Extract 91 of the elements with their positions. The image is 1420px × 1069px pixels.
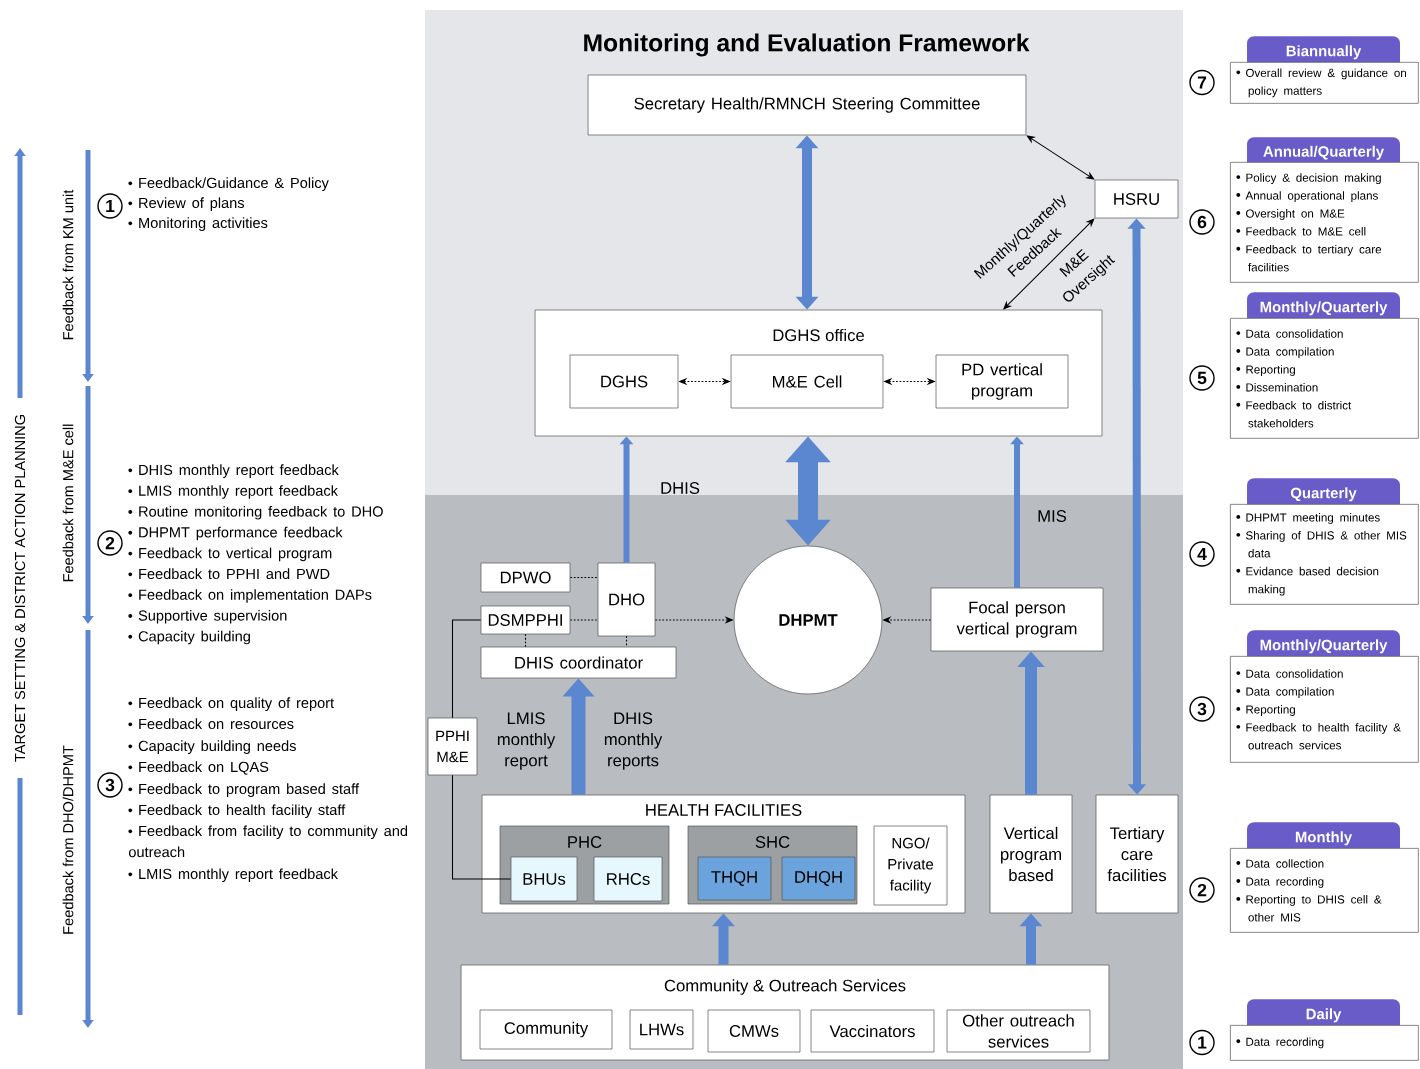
bullet-item: DHPMT performance feedback xyxy=(128,526,343,541)
callout-number: 3 xyxy=(97,772,123,798)
bullet-item: Monitoring activities xyxy=(128,217,268,231)
bullet-item: Supportive supervision xyxy=(128,609,287,624)
process-box: NGO/ Private facility xyxy=(873,825,948,906)
process-box: DSMPPHI xyxy=(480,605,571,635)
process-box: LHWs xyxy=(629,1009,694,1050)
callout-number: 7 xyxy=(1189,69,1215,96)
callout-number: 3 xyxy=(1189,696,1215,722)
callout-number: 4 xyxy=(1189,541,1215,567)
bullet-item: Capacity building xyxy=(128,630,250,645)
info-box: Policy & decision making Annual operational plans Oversight on M&E Feedback to M&E cell Feedback to tertiary care facilities xyxy=(1230,162,1419,283)
node-label: Oversight on M&E xyxy=(1246,209,1345,220)
callout-number: 2 xyxy=(97,530,123,556)
process-box: Secretary Health/RMNCH Steering Committee xyxy=(587,74,1027,136)
connector-line xyxy=(626,635,628,648)
connector-line xyxy=(525,633,527,648)
arrow xyxy=(1003,218,1095,310)
callout-number: 1 xyxy=(1189,1029,1215,1056)
process-box: CMWs xyxy=(707,1009,801,1053)
bullet-item: Feedback on quality of report xyxy=(128,697,334,711)
process-box: Vaccinators xyxy=(810,1009,935,1053)
flow-label: LMIS monthly report xyxy=(497,712,556,770)
edge-label: DHIS xyxy=(661,482,700,494)
bullet-item: Feedback to PPHI and PWD xyxy=(128,568,330,580)
process-box: HSRU xyxy=(1094,179,1179,219)
callout-number: 2 xyxy=(1189,877,1215,903)
info-box: Data collection Data recording Reporting to DHIS cell & other MIS xyxy=(1230,848,1419,933)
bullet-item: Review of plans xyxy=(128,197,245,211)
bullet-item: Feedback/Guidance & Policy xyxy=(128,177,329,191)
process-box: Vertical program based xyxy=(989,794,1073,914)
process-box: DGHS xyxy=(569,354,679,409)
node-label: Feedback to district stakeholders xyxy=(1246,400,1352,428)
bullet-item: Routine monitoring feedback to DHO xyxy=(128,505,383,520)
bullet-item: DHIS monthly report feedback xyxy=(128,464,339,478)
node-label: Policy & decision making xyxy=(1246,173,1381,185)
process-box: DHO xyxy=(597,562,656,637)
process-box: Other outreach services xyxy=(946,1009,1091,1053)
callout-number: 5 xyxy=(1189,365,1215,391)
node-label: Feedback to M&E cell xyxy=(1246,227,1366,236)
vertical-label: Feedback from KM unit xyxy=(62,189,74,340)
vertical-label: TARGET SETTING & DISTRICT ACTION PLANNING xyxy=(14,415,26,762)
vertical-label: Feedback from DHO/DHPMT xyxy=(62,745,74,934)
info-box: Data consolidation Data compilation Reporting Dissemination Feedback to district stakeholders xyxy=(1230,318,1419,439)
bullet-item: Feedback to health facility staff xyxy=(128,804,346,818)
bullet-item: Feedback on resources xyxy=(128,718,294,730)
connector-line xyxy=(452,774,512,880)
node-label: Annual operational plans xyxy=(1245,191,1378,202)
bullet-item: Feedback from facility to community and outreach xyxy=(128,825,408,858)
bullet-item: Capacity building needs xyxy=(128,740,296,754)
process-box: PD vertical program xyxy=(935,354,1069,409)
connector-line xyxy=(452,619,482,719)
info-box: Data consolidation Data compilation Reporting Feedback to health facility & outreach services xyxy=(1230,656,1419,763)
flow-label: DHIS monthly reports xyxy=(604,712,663,770)
info-box: Data recording xyxy=(1230,1025,1419,1061)
connector-line xyxy=(569,577,599,579)
node-label: Dissemination xyxy=(1246,383,1318,392)
bullet-item: Feedback to program based staff xyxy=(128,783,359,797)
bullet-item: LMIS monthly report feedback xyxy=(128,485,338,499)
connector-line xyxy=(569,619,599,621)
node-label: Reporting xyxy=(1246,365,1295,376)
bullet-item: Feedback to vertical program xyxy=(128,547,332,562)
vertical-label: Feedback from M&E cell xyxy=(62,424,74,582)
node-label: Reporting xyxy=(1246,705,1295,716)
edge-label: MIS xyxy=(1038,510,1067,522)
node-label: Data consolidation xyxy=(1246,329,1343,338)
process-box: Tertiary care facilities xyxy=(1095,794,1179,914)
node-label: Data compilation xyxy=(1246,687,1334,698)
info-box: DHPMT meeting minutes Sharing of DHIS & other MIS data Evidance based decision making xyxy=(1230,504,1419,605)
arrow xyxy=(1026,135,1095,180)
process-box: M&E Cell xyxy=(730,354,884,409)
process-box: PPHI M&E xyxy=(427,717,478,776)
process-box: DHIS coordinator xyxy=(480,646,677,679)
title: Monitoring and Evaluation Framework xyxy=(584,33,1030,57)
process-box: DHQH xyxy=(781,856,856,901)
node-label: Data consolidation xyxy=(1246,669,1343,678)
circle-node: DHPMT xyxy=(733,545,883,695)
bullet-item: Feedback on implementation DAPs xyxy=(128,589,372,603)
node-label: Data compilation xyxy=(1246,347,1334,359)
process-box: Community xyxy=(479,1009,613,1050)
node-label: Feedback to health facility & outreach services xyxy=(1246,723,1401,750)
process-box: Focal person vertical program xyxy=(930,587,1104,652)
process-box: DPWO xyxy=(480,562,571,593)
bullet-item: LMIS monthly report feedback xyxy=(128,868,338,882)
process-box: BHUs xyxy=(510,856,578,902)
bullet-item: Feedback on LQAS xyxy=(128,761,269,775)
process-box: THQH xyxy=(697,856,772,901)
callout-number: 6 xyxy=(1189,209,1215,235)
node-label: Feedback to tertiary care facilities xyxy=(1246,244,1382,272)
process-box: RHCs xyxy=(593,856,663,902)
callout-number: 1 xyxy=(97,193,123,219)
